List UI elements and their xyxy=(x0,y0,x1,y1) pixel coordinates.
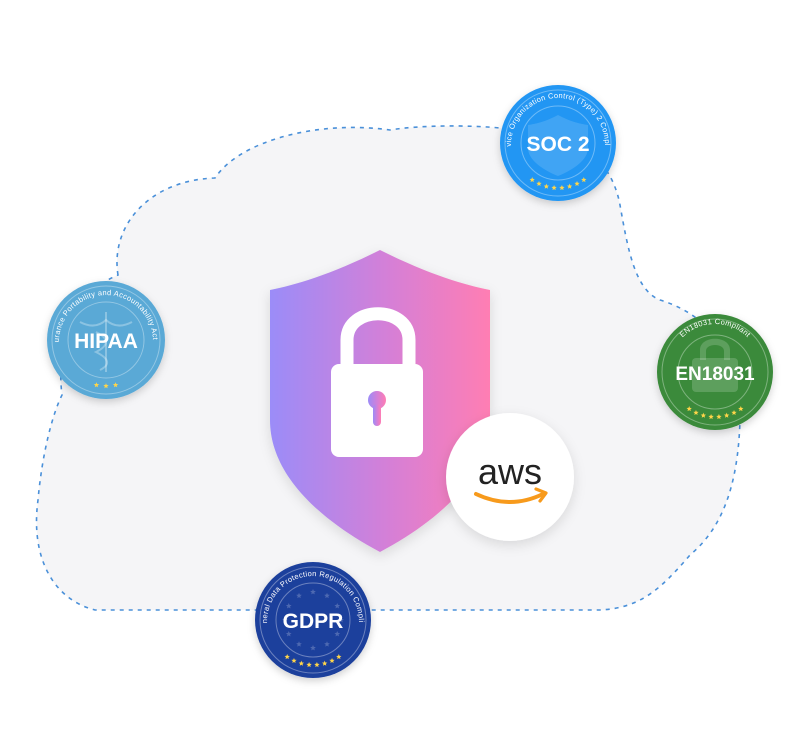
star-icon xyxy=(112,382,119,388)
padlock-icon xyxy=(331,307,423,457)
eu-star-icon xyxy=(310,645,316,651)
star-icon xyxy=(103,383,109,389)
star-icon xyxy=(708,414,714,420)
en18031-stars xyxy=(686,406,744,420)
eu-star-icon xyxy=(338,617,344,623)
eu-star-icon xyxy=(296,641,302,647)
star-icon xyxy=(314,662,320,668)
caduceus-icon xyxy=(79,312,133,372)
star-icon xyxy=(693,409,699,416)
shield-icon xyxy=(528,115,588,176)
star-icon xyxy=(321,660,328,666)
eu-star-icon xyxy=(334,603,341,609)
eu-star-icon xyxy=(285,631,292,637)
star-icon xyxy=(716,414,722,420)
star-icon xyxy=(574,180,580,187)
en18031-badge: EN18031 Compliant EN18031 xyxy=(657,314,773,430)
star-icon xyxy=(566,183,573,189)
star-icon xyxy=(559,185,565,191)
gdpr-title: GDPR xyxy=(283,610,344,633)
eu-star-icon xyxy=(324,641,330,647)
star-icon xyxy=(298,660,305,666)
star-icon xyxy=(700,412,707,418)
eu-star-icon xyxy=(310,589,316,595)
star-icon xyxy=(529,177,535,183)
amazon-smile-icon xyxy=(474,492,545,504)
en18031-title: EN18031 xyxy=(675,364,755,385)
star-icon xyxy=(731,409,737,416)
eu-star-icon xyxy=(282,617,288,623)
star-icon xyxy=(306,662,312,668)
star-icon xyxy=(543,183,550,189)
eu-star-icon xyxy=(334,631,341,637)
padlock-icon xyxy=(692,338,738,392)
gdpr-stars xyxy=(284,654,342,668)
soc2-stars xyxy=(529,177,587,191)
star-icon xyxy=(686,406,692,412)
star-icon xyxy=(551,185,557,191)
hipaa-title: HIPAA xyxy=(74,330,138,353)
star-icon xyxy=(536,180,542,187)
star-icon xyxy=(329,657,335,664)
eu-star-icon xyxy=(324,592,330,599)
star-icon xyxy=(723,412,730,418)
aws-logo: aws xyxy=(446,413,574,541)
star-icon xyxy=(336,654,342,660)
eu-star-icon xyxy=(296,592,302,599)
hipaa-badge: Health Insurance Portability and Account… xyxy=(0,0,165,399)
hipaa-stars xyxy=(93,382,119,389)
eu-star-icon xyxy=(285,603,292,609)
aws-label: aws xyxy=(478,451,542,492)
star-icon xyxy=(581,177,587,183)
star-icon xyxy=(291,657,297,664)
star-icon xyxy=(284,654,290,660)
soc2-title: SOC 2 xyxy=(526,133,589,156)
star-icon xyxy=(93,382,100,388)
star-icon xyxy=(738,406,744,412)
eu-stars-icon xyxy=(282,589,344,651)
